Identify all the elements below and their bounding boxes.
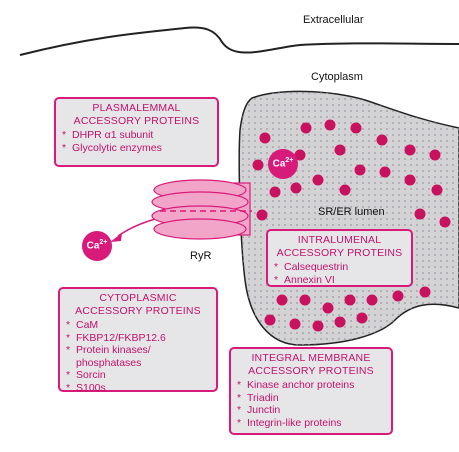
luminal-protein-dot — [419, 286, 431, 298]
luminal-protein-dot — [356, 312, 368, 324]
cytoplasmic-ca-label: Ca2+ — [86, 239, 108, 252]
box-title: ACCESSORY PROTEINS — [248, 364, 374, 377]
luminal-protein-dot — [322, 302, 334, 314]
box-title: ACCESSORY PROTEINS — [75, 304, 201, 317]
luminal-proteins — [252, 119, 451, 332]
luminal-protein-dot — [299, 294, 311, 306]
luminal-protein-dot — [290, 182, 302, 194]
arrow-head — [110, 233, 122, 242]
luminal-protein-dot — [264, 314, 276, 326]
list-item: CaM — [66, 319, 210, 332]
luminal-protein-dot — [392, 290, 404, 302]
box-title: INTRALUMENAL — [297, 234, 382, 246]
luminal-protein-dot — [289, 318, 301, 330]
list-item: Protein kinases/ phosphatases — [66, 344, 194, 369]
luminal-protein-dot — [439, 216, 451, 228]
plasma-membrane — [19, 26, 459, 56]
list-item: Junctin — [237, 404, 385, 417]
luminal-protein-dot — [276, 294, 288, 306]
list-item: S100s — [66, 382, 210, 395]
list-item: Triadin — [237, 392, 385, 405]
integral-membrane-box: INTEGRAL MEMBRANE ACCESSORY PROTEINS Kin… — [229, 347, 393, 435]
luminal-protein-dot — [404, 144, 416, 156]
luminal-protein-dot — [334, 144, 346, 156]
luminal-protein-dot — [354, 164, 366, 176]
box-title: CYTOPLASMIC — [99, 292, 177, 304]
luminal-protein-dot — [252, 159, 264, 171]
list-item: Calsequestrin — [274, 261, 405, 274]
luminal-protein-dot — [300, 122, 312, 134]
luminal-protein-dot — [312, 320, 324, 332]
lumen-ca-ion — [268, 149, 298, 179]
box-title: ACCESSORY PROTEINS — [276, 246, 403, 259]
box-title: INTEGRAL MEMBRANE — [251, 352, 371, 364]
luminal-protein-dot — [256, 209, 268, 221]
cytoplasm-label: Cytoplasm — [311, 71, 363, 83]
cytoplasmic-ca-ion — [82, 231, 112, 261]
ryr-label: RyR — [190, 250, 212, 262]
luminal-protein-dot — [259, 132, 271, 144]
luminal-protein-dot — [294, 149, 306, 161]
lumen-ca-label: Ca2+ — [272, 157, 294, 170]
luminal-protein-dot — [429, 149, 441, 161]
box-title: ACCESSORY PROTEINS — [73, 114, 200, 127]
luminal-protein-dot — [366, 294, 378, 306]
luminal-protein-dot — [324, 119, 336, 131]
extracellular-label: Extracellular — [303, 14, 364, 26]
list-item: DHPR α1 subunit — [62, 129, 211, 142]
luminal-protein-dot — [431, 184, 443, 196]
luminal-protein-dot — [339, 184, 351, 196]
luminal-protein-dot — [312, 174, 324, 186]
luminal-protein-dot — [350, 122, 362, 134]
list-item: Kinase anchor proteins — [237, 379, 385, 392]
luminal-protein-dot — [404, 174, 416, 186]
plasmalemmal-box: PLASMALEMMAL ACCESSORY PROTEINS DHPR α1 … — [54, 97, 219, 167]
ryr-channel — [151, 179, 252, 240]
list-item: Sorcin — [66, 369, 210, 382]
luminal-protein-dot — [334, 316, 346, 328]
luminal-protein-dot — [414, 208, 426, 220]
list-item: Glycolytic enzymes — [62, 142, 211, 155]
cytoplasmic-box: CYTOPLASMIC ACCESSORY PROTEINS CaM FKBP1… — [58, 287, 218, 395]
luminal-protein-dot — [344, 294, 356, 306]
list-item: Annexin VI — [274, 274, 405, 287]
lumen-label: SR/ER lumen — [318, 206, 385, 218]
box-title: PLASMALEMMAL — [92, 102, 181, 114]
list-item: FKBP12/FKBP12.6 — [66, 332, 210, 345]
luminal-protein-dot — [269, 186, 281, 198]
luminal-protein-dot — [379, 166, 391, 178]
luminal-protein-dot — [376, 134, 388, 146]
intraluminal-box: INTRALUMENAL ACCESSORY PROTEINS Calseque… — [266, 229, 413, 287]
list-item: Integrin-like proteins — [237, 417, 385, 430]
